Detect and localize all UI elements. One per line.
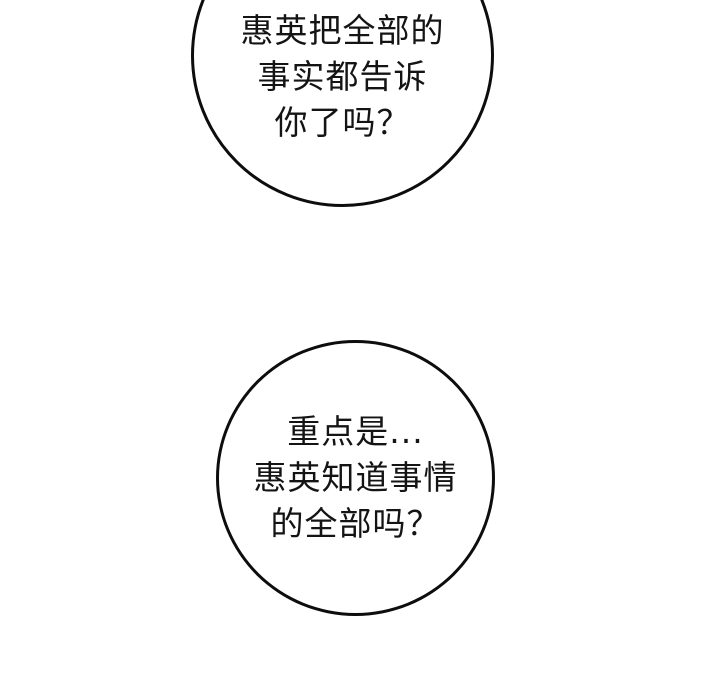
- speech-line: 的全部吗？: [270, 504, 441, 543]
- speech-line: 你了吗？: [274, 103, 411, 142]
- speech-line: 重点是...: [287, 412, 424, 451]
- speech-bubble-1-text: 惠英把全部的 事实都告诉 你了吗？: [191, 0, 494, 146]
- speech-line: 惠英把全部的: [240, 11, 445, 50]
- speech-bubble-2-text: 重点是... 惠英知道事情 的全部吗？: [216, 409, 495, 547]
- speech-line-cut-off: [191, 0, 494, 8]
- speech-line: 事实都告诉: [257, 57, 428, 96]
- speech-bubble-2: [216, 340, 495, 616]
- speech-line: 惠英知道事情: [253, 458, 458, 497]
